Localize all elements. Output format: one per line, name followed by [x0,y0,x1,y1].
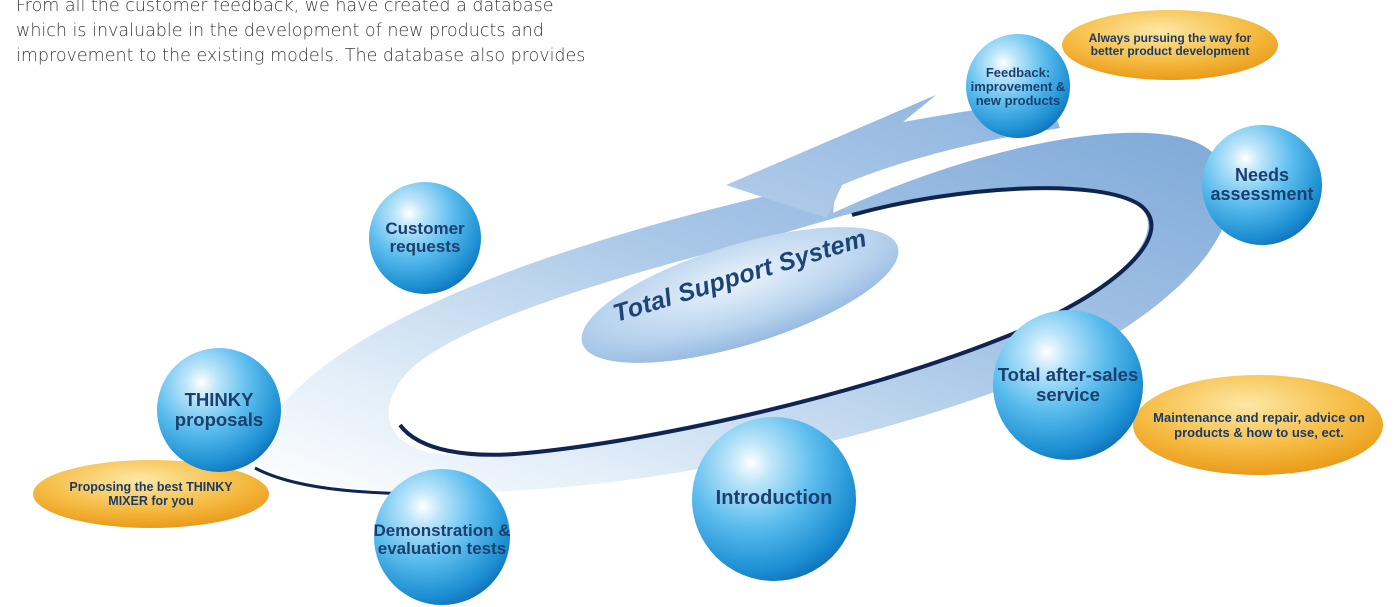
thinky-callout-label: Proposing the best THINKY MIXER for you [69,480,233,508]
thinky-sphere [157,348,281,472]
aftersales-callout-label: Maintenance and repair, advice on produc… [1153,410,1365,440]
ring-inner-edge [398,186,1154,457]
customer-node-label: Customer requests [385,218,465,256]
aftersales-callout-shape [1133,375,1383,475]
needs-sphere [1202,125,1322,245]
feedback-callout-label: Always pursuing the way for better produ… [1088,30,1252,58]
thinky-node-label: THINKY proposals [174,389,264,430]
needs-node-label: Needs assessment [1210,164,1314,204]
intro-line: From all the customer feedback, we have … [16,0,554,16]
cycle-arrow-ring [250,132,1231,493]
demo-sphere [374,469,510,605]
customer-sphere [369,182,481,294]
intro-paragraph: From all the customer feedback, we have … [16,0,656,69]
introduction-node-label: Introduction [715,487,833,510]
feedback-callout-shape [1062,10,1278,80]
feedback-node-label: Feedback: improvement & new products [970,64,1066,109]
center-label-ellipse [581,227,899,363]
demo-node-label: Demonstration & evaluation tests [373,520,511,558]
cycle-arrow-head [726,95,1060,218]
introduction-sphere [692,417,856,581]
intro-line: which is invaluable in the development o… [16,21,544,41]
aftersales-node-label: Total after-sales service [997,364,1139,405]
thinky-callout-shape [33,460,269,528]
feedback-sphere [966,34,1070,138]
intro-line: improvement to the existing models. The … [16,46,586,66]
aftersales-sphere [993,310,1143,460]
